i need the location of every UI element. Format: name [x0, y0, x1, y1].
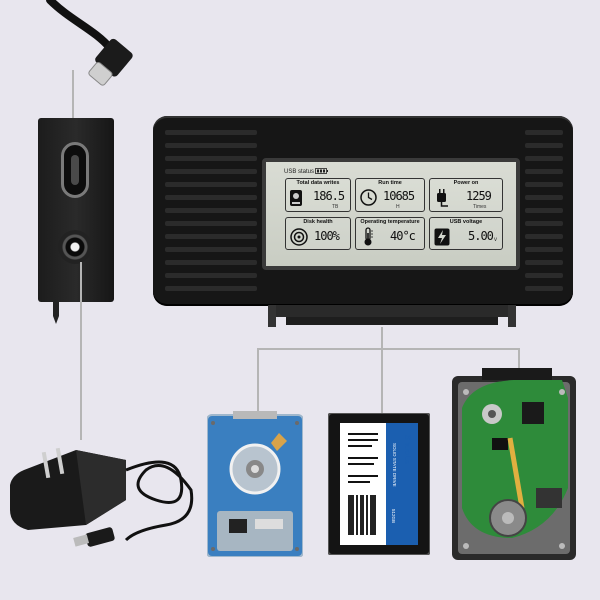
- ssd-body: [328, 413, 430, 555]
- heat-fin: [165, 156, 257, 161]
- drive-link-line-vertical: [381, 327, 383, 349]
- battery-icon: [315, 168, 328, 174]
- ssd-brand-label: ShuoLe: [403, 435, 412, 465]
- drive-link-line-horizontal: [257, 348, 519, 350]
- heat-fin: [165, 130, 257, 135]
- lcd-display: USB status Total data writes 186.5 TB Ru…: [262, 158, 520, 270]
- hard-drive-icon: [290, 190, 302, 206]
- drive-link-line-hdd35: [518, 348, 520, 368]
- heat-fin: [525, 130, 563, 135]
- heat-fin: [165, 286, 257, 291]
- drive-link-line-hdd25: [257, 348, 259, 411]
- heat-fin: [165, 273, 257, 278]
- heat-fin: [525, 182, 563, 187]
- heat-fin: [525, 156, 563, 161]
- heat-fin: [525, 208, 563, 213]
- heat-fin: [525, 286, 563, 291]
- tile-total-data-writes: Total data writes 186.5 TB: [285, 178, 351, 212]
- power-plug-icon: [437, 189, 448, 207]
- tile-title: Run time: [378, 180, 402, 186]
- heat-fin: [165, 260, 257, 265]
- tile-unit: Times: [473, 204, 487, 210]
- tile-unit: v: [494, 237, 497, 243]
- heat-fin: [165, 247, 257, 252]
- tile-unit: TB: [332, 204, 339, 210]
- heat-fin: [525, 195, 563, 200]
- cable-connector-line: [72, 70, 74, 150]
- heat-fin: [525, 260, 563, 265]
- ssd-capacity-label: 512GB: [391, 509, 396, 524]
- hdd-3-5-inch: [452, 368, 576, 560]
- hdd-2-5-inch: [207, 411, 303, 557]
- usb-status-label: USB status: [284, 169, 315, 175]
- tile-title: USB voltage: [449, 219, 483, 225]
- heat-fin: [165, 143, 257, 148]
- enclosure-side-view: [38, 118, 114, 302]
- ssd-type-label: SOLID STATE DRIVE: [392, 443, 397, 487]
- tile-value: 186.5: [313, 189, 345, 203]
- lightning-icon: [434, 228, 450, 246]
- heat-fin: [525, 273, 563, 278]
- sata-connector: [268, 305, 516, 327]
- heat-fin: [165, 208, 257, 213]
- heat-fin: [165, 221, 257, 226]
- heat-fin: [165, 169, 257, 174]
- disk-health-icon: [290, 228, 308, 246]
- thermometer-icon: [364, 227, 373, 246]
- tile-power-on: Power on 1259 Times: [429, 178, 503, 212]
- ssd-drive: ShuoLe SOLID STATE DRIVE 512GB: [328, 413, 430, 555]
- tile-title: Total data writes: [296, 180, 340, 186]
- heat-fin: [525, 169, 563, 174]
- power-connector-line: [80, 262, 82, 440]
- usb-c-port: [61, 142, 89, 198]
- power-adapter: [10, 447, 194, 547]
- tile-value: 10685: [383, 189, 415, 203]
- tile-usb-voltage: USB voltage 5.00 v: [429, 217, 503, 250]
- tile-title: Operating temperature: [360, 219, 420, 225]
- heat-fin: [165, 195, 257, 200]
- tile-unit: H: [396, 204, 400, 210]
- tile-value: 40°c: [390, 229, 416, 243]
- tile-operating-temperature: Operating temperature 40°c: [355, 217, 425, 250]
- heat-fin: [525, 234, 563, 239]
- tile-value: 5.00: [468, 229, 494, 243]
- dc-power-port: [58, 230, 92, 264]
- heat-fin: [525, 247, 563, 252]
- tile-disk-health: Disk health 100%: [285, 217, 351, 250]
- enclosure-foot: [53, 302, 59, 324]
- clock-icon: [360, 189, 377, 206]
- heat-fin: [525, 143, 563, 148]
- drive-link-line-ssd: [381, 348, 383, 413]
- heat-fin: [525, 221, 563, 226]
- tile-value: 100%: [314, 229, 340, 243]
- heat-fin: [165, 234, 257, 239]
- tile-value: 1259: [466, 189, 492, 203]
- usb-c-cable: [46, 0, 133, 86]
- tile-run-time: Run time 10685 H: [355, 178, 425, 212]
- tile-title: Disk health: [303, 219, 333, 225]
- tile-title: Power on: [453, 180, 479, 186]
- heat-fin: [165, 182, 257, 187]
